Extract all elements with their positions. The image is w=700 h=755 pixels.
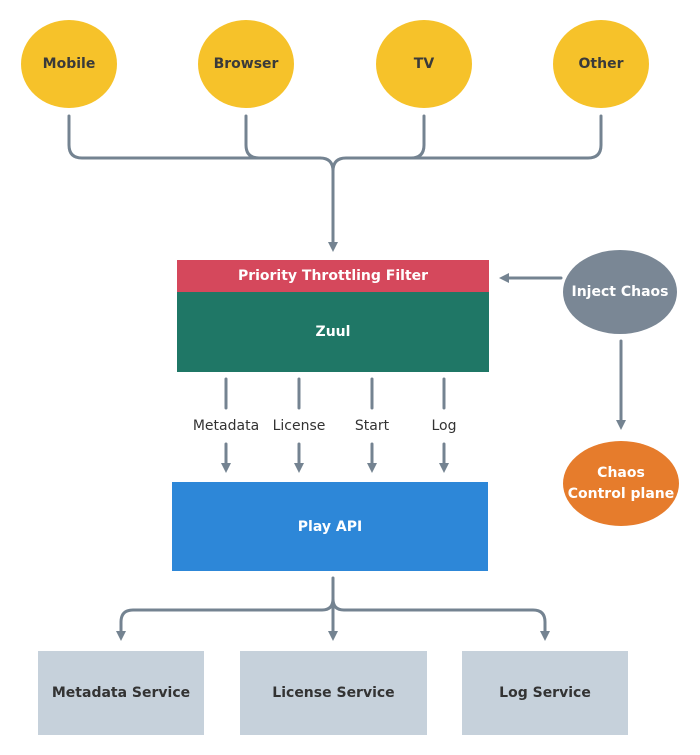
client-browser: Browser <box>198 20 294 108</box>
service-label: Metadata Service <box>51 685 191 701</box>
service-label: Log Service <box>499 685 591 701</box>
connector-browser <box>244 114 322 160</box>
inject-chaos-label: Inject Chaos <box>571 283 669 300</box>
client-label: Other <box>578 56 624 72</box>
connector-play-api-trunk <box>116 576 335 641</box>
metadata-service-box: Metadata Service <box>38 651 204 735</box>
client-label: TV <box>413 56 435 72</box>
route-label-start: Start <box>354 418 390 434</box>
client-label: Mobile <box>42 56 96 72</box>
log-service-box: Log Service <box>462 651 628 735</box>
client-other: Other <box>553 20 649 108</box>
filter-label: Priority Throttling Filter <box>237 268 429 284</box>
service-label: License Service <box>272 685 395 701</box>
connector-other <box>409 114 603 160</box>
inject-chaos-node: Inject Chaos <box>563 250 677 334</box>
client-label: Browser <box>213 56 279 72</box>
play-api-box: Play API <box>172 482 488 571</box>
chaos-control-plane-node: Chaos Control plane <box>563 441 679 526</box>
client-mobile: Mobile <box>21 20 117 108</box>
connector-tv <box>331 114 426 173</box>
connector-mobile <box>67 114 338 252</box>
play-api-label: Play API <box>297 518 363 535</box>
license-service-box: License Service <box>240 651 427 735</box>
route-label-license: License <box>272 418 326 434</box>
client-tv: TV <box>376 20 472 108</box>
zuul-label: Zuul <box>315 324 351 340</box>
chaos-control-plane-label: Chaos Control plane <box>567 464 675 502</box>
route-label-metadata: Metadata <box>192 418 260 434</box>
priority-throttling-filter: Priority Throttling Filter <box>177 260 489 292</box>
route-label-log: Log <box>431 418 457 434</box>
connector-log-service <box>331 597 550 641</box>
zuul-gateway: Zuul <box>177 292 489 372</box>
